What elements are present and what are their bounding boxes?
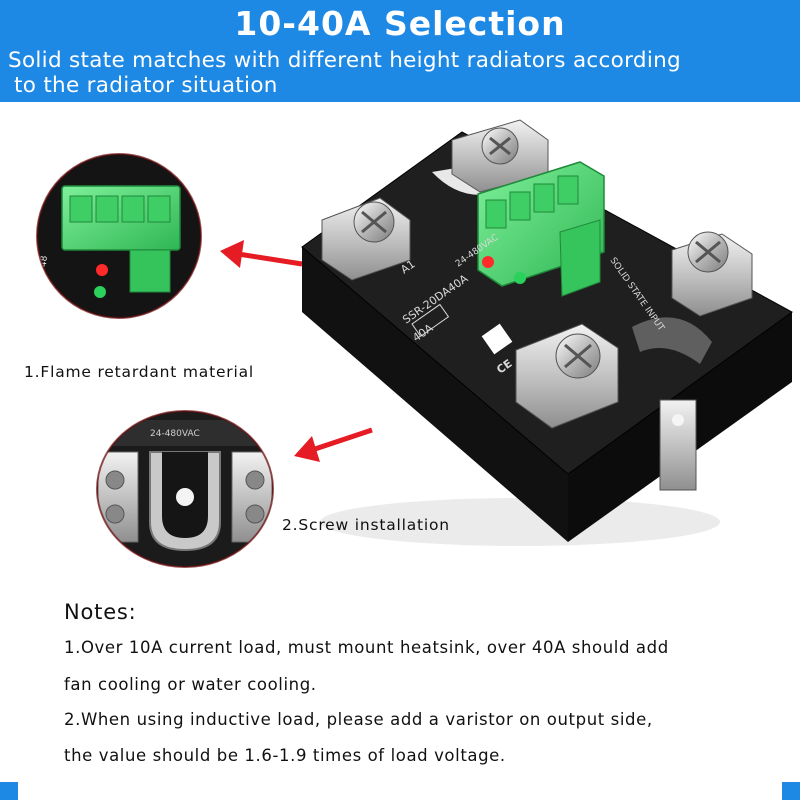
red-led-indicator: [482, 256, 494, 268]
note-line-4: the value should be 1.6-1.9 times of loa…: [64, 746, 506, 765]
banner-title: 10-40A Selection: [234, 4, 566, 43]
arrow-to-zoom-2: [294, 427, 373, 462]
zoom-circle-terminal-block: 24-48: [36, 153, 202, 319]
notes-title: Notes:: [64, 600, 137, 624]
product-stage: 24-48 24-480VAC: [0, 102, 800, 600]
callout-label-flame-retardant: 1.Flame retardant material: [24, 363, 254, 381]
banner-subtitle-line-1: Solid state matches with different heigh…: [8, 48, 681, 73]
corner-accent-left: [0, 782, 18, 800]
note-line-3: 2.When using inductive load, please add …: [64, 710, 653, 729]
banner-subtitle-line-2: to the radiator situation: [14, 73, 278, 98]
zoom-circle-screw-mount: 24-480VAC: [96, 410, 274, 568]
banner-subtitle: Solid state matches with different heigh…: [8, 48, 796, 98]
callout-label-screw-installation: 2.Screw installation: [282, 516, 450, 534]
note-line-1: 1.Over 10A current load, must mount heat…: [64, 638, 669, 657]
green-led-indicator: [514, 272, 526, 284]
zoom-voltage-text: 24-480VAC: [150, 429, 200, 439]
product-illustration: 24-48 24-480VAC: [36, 119, 793, 568]
solid-state-relay: A1 SSR-20DA40A 40A 24-480VAC SOLID STATE…: [301, 119, 793, 546]
header-banner: 10-40A Selection Solid state matches wit…: [0, 0, 800, 102]
arrow-to-zoom-1: [220, 240, 303, 268]
corner-accent-right: [782, 782, 800, 800]
note-line-2: fan cooling or water cooling.: [64, 675, 317, 694]
brand-logo: [481, 323, 513, 355]
